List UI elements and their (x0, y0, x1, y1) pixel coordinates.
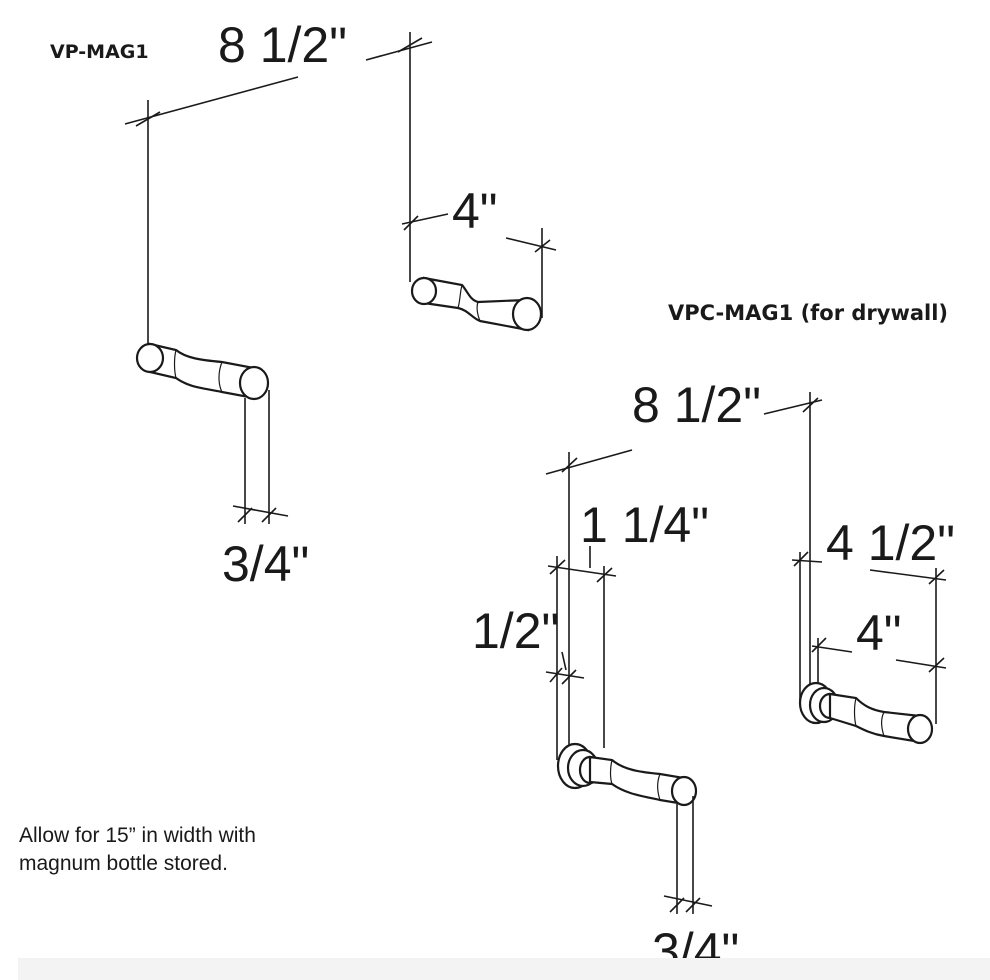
vpc-mag1-peg-total-length-dimension (791, 551, 947, 724)
vpc-mag1-overall-width-label: 8 1/2" (632, 377, 761, 433)
vpc-mag1-base-depth-label: 1/2" (472, 603, 559, 659)
vpc-mag1-peg-length-dimension (811, 637, 947, 690)
bottom-strip (18, 958, 990, 980)
vpc-mag1-overall-width-dimension (545, 392, 823, 760)
vpc-mag1-peg-diameter-dimension (663, 796, 713, 914)
vpc-mag1-drawing: VPC-MAG1 (for drywall) 8 1/2" 1 1/4" (472, 301, 955, 979)
vpc-mag1-base-depth-dimension (545, 651, 585, 685)
installation-note-line-1: Allow for 15” in width with (19, 824, 256, 847)
vp-mag1-overall-width-dimension (124, 32, 433, 345)
vp-mag1-drawing: VP-MAG1 8 1/2" 4" (50, 17, 557, 592)
vp-mag1-title: VP-MAG1 (50, 41, 149, 63)
vpc-mag1-peg-length-label: 4" (856, 605, 902, 661)
vp-mag1-peg-length-dimension (401, 213, 557, 318)
vpc-mag1-back-peg (798, 681, 934, 745)
vp-mag1-peg-diameter-label: 3/4" (222, 536, 309, 592)
vp-mag1-overall-width-label: 8 1/2" (218, 17, 347, 73)
vp-mag1-front-peg (135, 342, 270, 401)
vpc-mag1-base-width-label: 1 1/4" (580, 497, 709, 553)
installation-note-line-2: magnum bottle stored. (19, 852, 228, 875)
vpc-mag1-front-peg (556, 742, 698, 807)
vpc-mag1-base-width-dimension (547, 546, 617, 760)
installation-note: Allow for 15” in width with magnum bottl… (19, 822, 349, 878)
vp-mag1-back-peg (410, 276, 543, 332)
vpc-mag1-peg-total-length-label: 4 1/2" (826, 515, 955, 571)
vp-mag1-peg-length-label: 4" (452, 183, 498, 239)
vp-mag1-peg-diameter-dimension (232, 390, 289, 524)
vpc-mag1-title: VPC-MAG1 (for drywall) (668, 301, 948, 325)
